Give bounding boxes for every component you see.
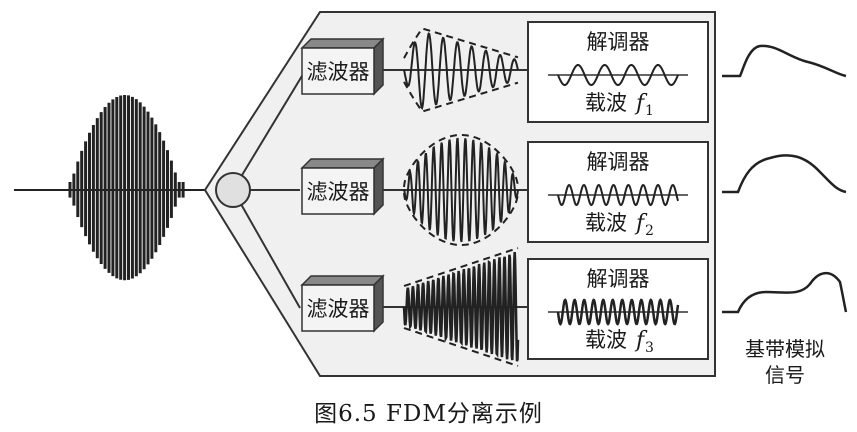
demodulator-box [527, 141, 709, 243]
carrier-label: 载波 [585, 211, 627, 235]
filter-box-side [373, 37, 384, 96]
composite-fdm-signal [68, 95, 185, 281]
signal-envelope-lower [403, 192, 519, 246]
filter-label: 滤波器 [307, 180, 370, 204]
carrier-label: 载波 [585, 328, 627, 352]
filter-box-side [373, 157, 384, 216]
splitter-node [215, 172, 251, 208]
baseband-output-waveform [722, 154, 847, 194]
branch-line-3 [232, 189, 301, 309]
demodulator-label: 解调器 [587, 267, 650, 291]
signal-envelope-upper [403, 27, 519, 59]
carrier-label: 载波 [585, 91, 627, 115]
filtered-carrier-wave [403, 137, 519, 243]
filter-label: 滤波器 [307, 297, 370, 321]
branch-line-1 [232, 65, 309, 191]
filter-box-side [373, 274, 384, 333]
demodulator-label: 解调器 [587, 150, 650, 174]
carrier-frequency-subscript: 1 [645, 103, 654, 119]
output-label-line2: 信号 [765, 363, 805, 387]
carrier-frequency-subscript: 3 [645, 340, 654, 356]
figure-caption: 图6.5 FDM分离示例 [314, 401, 543, 427]
filter-box-front [301, 167, 375, 215]
filter-box-top [300, 158, 385, 169]
filter-box-front [301, 284, 375, 332]
signal-envelope-lower [403, 327, 519, 367]
filter-box-top [300, 38, 385, 49]
filter-label: 滤波器 [307, 60, 370, 84]
filtered-carrier-wave [402, 252, 520, 362]
demodulator-box [527, 21, 709, 123]
signal-envelope-lower [403, 81, 519, 113]
signal-envelope-upper [403, 247, 519, 287]
filter-box-front [301, 47, 375, 95]
carrier-wave [557, 183, 679, 207]
baseband-output-waveform [722, 44, 847, 78]
filter-box-top [300, 275, 385, 286]
signal-envelope-upper [403, 134, 519, 188]
carrier-wave [556, 298, 680, 326]
carrier-frequency-subscript: 2 [645, 223, 654, 239]
carrier-wave [557, 64, 679, 86]
demodulator-label: 解调器 [587, 30, 650, 54]
filtered-carrier-wave [403, 32, 519, 111]
baseband-output-waveform [722, 272, 848, 314]
output-label-line1: 基带模拟 [745, 337, 825, 361]
